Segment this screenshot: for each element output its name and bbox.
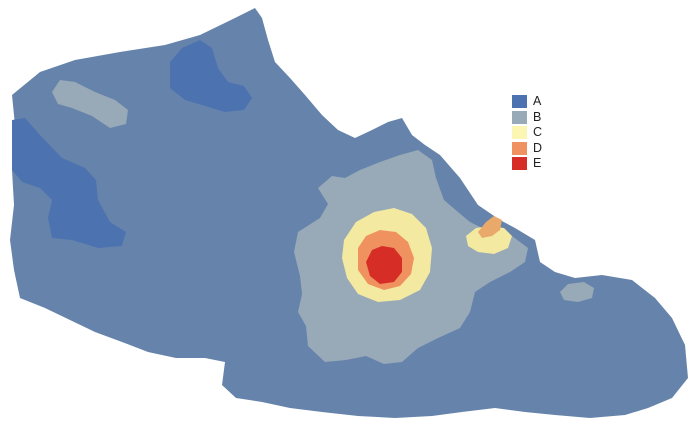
legend-swatch-d: [512, 141, 527, 155]
legend-label-b: B: [533, 109, 542, 124]
map-hotspot-c-east: [466, 226, 512, 254]
legend-swatch-b: [512, 110, 527, 124]
legend-label-e: E: [533, 156, 542, 171]
legend-label-a: A: [533, 94, 542, 109]
legend-item-a: A: [512, 94, 572, 110]
legend-label-c: C: [533, 125, 543, 140]
map-region-b-northwest: [52, 80, 128, 128]
legend-label-d: D: [533, 140, 543, 155]
legend: A B C D E: [512, 94, 572, 172]
map-region-a-north: [170, 40, 252, 112]
legend-item-b: B: [512, 110, 572, 126]
legend-item-c: C: [512, 125, 572, 141]
map-region-b-east: [560, 282, 594, 302]
legend-swatch-e: [512, 157, 527, 171]
map-region-a-west: [12, 118, 126, 248]
legend-item-e: E: [512, 156, 572, 172]
map-hotspot-d-east: [478, 216, 502, 238]
legend-swatch-a: [512, 95, 527, 109]
map-hotspot-e: [366, 246, 402, 284]
legend-item-d: D: [512, 141, 572, 157]
legend-swatch-c: [512, 126, 527, 140]
